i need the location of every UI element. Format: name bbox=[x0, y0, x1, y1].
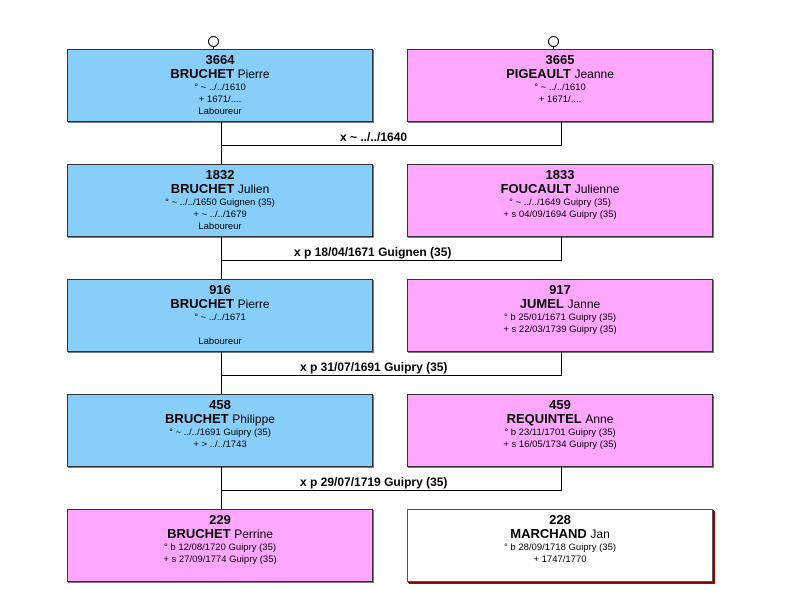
surname: MARCHAND bbox=[510, 526, 587, 542]
person-name: REQUINTEL Anne bbox=[408, 412, 712, 426]
connector-mother-down bbox=[561, 352, 562, 375]
ancestor-marker-mother-line bbox=[553, 47, 554, 50]
person-box-3665[interactable]: 3665 PIGEAULT Jeanne ° ~ ../../1610 + 16… bbox=[407, 49, 713, 122]
connector-mother-down bbox=[561, 237, 562, 260]
sosa-number: 916 bbox=[209, 282, 231, 297]
birth-line: ° ~ ../../1610 bbox=[534, 81, 586, 93]
death-line: + > ../../1743 bbox=[193, 438, 247, 450]
birth-line: ° b 28/09/1718 Guipry (35) bbox=[503, 541, 617, 553]
death-line: + ~ ../../1679 bbox=[193, 208, 247, 220]
surname: REQUINTEL bbox=[506, 411, 582, 427]
surname: PIGEAULT bbox=[506, 66, 571, 82]
person-name: BRUCHET Philippe bbox=[68, 412, 372, 426]
given-name: Pierre bbox=[237, 297, 270, 312]
connector-mother-down bbox=[561, 122, 562, 145]
marriage-label: x p 31/07/1691 Guipry (35) bbox=[298, 360, 450, 374]
death-line: + s 04/09/1694 Guipry (35) bbox=[503, 208, 617, 220]
connector-father-down bbox=[221, 122, 222, 164]
occupation: Laboureur bbox=[198, 220, 242, 232]
sosa-number: 228 bbox=[549, 512, 571, 527]
surname: BRUCHET bbox=[167, 526, 231, 542]
person-box-458[interactable]: 458 BRUCHET Philippe ° ~ ../../1691 Guip… bbox=[67, 394, 373, 467]
sosa-number: 3665 bbox=[545, 52, 575, 67]
sosa-number: 458 bbox=[209, 397, 231, 412]
ancestor-marker-father bbox=[208, 36, 219, 47]
given-name: Anne bbox=[585, 412, 614, 427]
death-line bbox=[68, 324, 372, 336]
person-box-1832[interactable]: 1832 BRUCHET Julien ° ~ ../../1650 Guign… bbox=[67, 164, 373, 237]
connector-mother-down bbox=[561, 467, 562, 490]
person-box-1833[interactable]: 1833 FOUCAULT Julienne ° ~ ../../1649 Gu… bbox=[407, 164, 713, 237]
given-name: Pierre bbox=[237, 67, 270, 82]
connector-horizontal bbox=[221, 490, 562, 491]
surname: JUMEL bbox=[519, 296, 564, 312]
person-box-917[interactable]: 917 JUMEL Janne ° b 25/01/1671 Guipry (3… bbox=[407, 279, 713, 352]
death-line: + s 27/09/1774 Guipry (35) bbox=[163, 553, 277, 565]
person-name: FOUCAULT Julienne bbox=[408, 182, 712, 196]
birth-line: ° b 25/01/1671 Guipry (35) bbox=[503, 311, 617, 323]
occupation: Laboureur bbox=[198, 335, 242, 347]
sosa-number: 3664 bbox=[205, 52, 235, 67]
surname: BRUCHET bbox=[170, 66, 234, 82]
ancestor-marker-mother bbox=[548, 36, 559, 47]
sosa-number: 229 bbox=[209, 512, 231, 527]
death-line: + 1671/.... bbox=[198, 93, 242, 105]
given-name: Janne bbox=[567, 297, 601, 312]
given-name: Julienne bbox=[574, 182, 620, 197]
given-name: Perrine bbox=[234, 527, 273, 542]
sosa-number: 459 bbox=[549, 397, 571, 412]
connector-horizontal bbox=[221, 260, 562, 261]
death-line: + 1747/1770 bbox=[533, 553, 587, 565]
sosa-number: 917 bbox=[549, 282, 571, 297]
connector-father-down bbox=[221, 237, 222, 279]
marriage-label: x p 29/07/1719 Guipry (35) bbox=[298, 475, 450, 489]
person-name: BRUCHET Julien bbox=[68, 182, 372, 196]
connector-father-down bbox=[221, 352, 222, 394]
surname: BRUCHET bbox=[170, 296, 234, 312]
death-line: + s 22/03/1739 Guipry (35) bbox=[503, 323, 617, 335]
person-box-228[interactable]: 228 MARCHAND Jan ° b 28/09/1718 Guipry (… bbox=[407, 509, 713, 582]
person-name: JUMEL Janne bbox=[408, 297, 712, 311]
birth-line: ° ~ ../../1610 bbox=[194, 81, 246, 93]
surname: BRUCHET bbox=[165, 411, 229, 427]
marriage-label: x ~ ../../1640 bbox=[338, 130, 410, 144]
person-box-459[interactable]: 459 REQUINTEL Anne ° b 23/11/1701 Guipry… bbox=[407, 394, 713, 467]
birth-line: ° ~ ../../1649 Guipry (35) bbox=[509, 196, 611, 208]
birth-line: ° b 23/11/1701 Guipry (35) bbox=[504, 426, 616, 438]
person-name: PIGEAULT Jeanne bbox=[408, 67, 712, 81]
birth-line: ° b 12/08/1720 Guipry (35) bbox=[163, 541, 277, 553]
person-name: BRUCHET Perrine bbox=[68, 527, 372, 541]
birth-line: ° ~ ../../1671 bbox=[194, 311, 246, 323]
birth-line: ° ~ ../../1650 Guignen (35) bbox=[165, 196, 275, 208]
given-name: Jeanne bbox=[574, 67, 614, 82]
person-box-3664[interactable]: 3664 BRUCHET Pierre ° ~ ../../1610 + 167… bbox=[67, 49, 373, 122]
given-name: Julien bbox=[237, 182, 270, 197]
sosa-number: 1833 bbox=[545, 167, 575, 182]
marriage-label: x p 18/04/1671 Guignen (35) bbox=[292, 245, 454, 259]
person-name: MARCHAND Jan bbox=[408, 527, 712, 541]
person-box-229[interactable]: 229 BRUCHET Perrine ° b 12/08/1720 Guipr… bbox=[67, 509, 373, 582]
person-name: BRUCHET Pierre bbox=[68, 297, 372, 311]
sosa-number: 1832 bbox=[205, 167, 235, 182]
connector-horizontal bbox=[221, 375, 562, 376]
occupation: Laboureur bbox=[198, 105, 242, 117]
given-name: Philippe bbox=[232, 412, 275, 427]
given-name: Jan bbox=[590, 527, 610, 542]
surname: FOUCAULT bbox=[500, 181, 572, 197]
death-line: + 1671/.... bbox=[538, 93, 582, 105]
birth-line: ° ~ ../../1691 Guipry (35) bbox=[169, 426, 271, 438]
surname: BRUCHET bbox=[170, 181, 235, 197]
death-line: + s 16/05/1734 Guipry (35) bbox=[503, 438, 617, 450]
person-name: BRUCHET Pierre bbox=[68, 67, 372, 81]
connector-horizontal bbox=[221, 145, 562, 146]
connector-father-down bbox=[221, 467, 222, 509]
person-box-916[interactable]: 916 BRUCHET Pierre ° ~ ../../1671 Labour… bbox=[67, 279, 373, 352]
ancestor-marker-father-line bbox=[213, 47, 214, 50]
